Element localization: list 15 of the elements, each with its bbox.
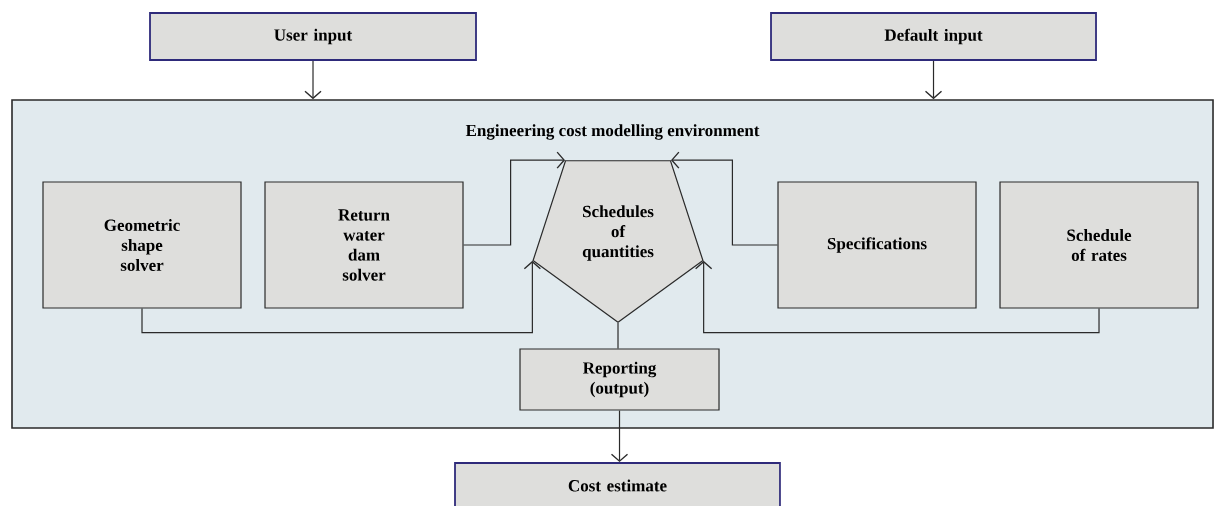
process-box: Reporting (output) (519, 348, 720, 411)
process-box: Schedule of rates (999, 181, 1199, 309)
arrow (463, 151, 566, 246)
arrow (141, 260, 542, 334)
input-box: User input (149, 12, 477, 61)
input-box: Default input (770, 12, 1097, 61)
arrow (694, 260, 1100, 334)
process-box: Return water dam solver (264, 181, 464, 309)
arrow (670, 151, 778, 246)
arrow (924, 60, 943, 100)
arrow (610, 410, 629, 463)
process-box: Specifications (777, 181, 977, 309)
arrow (304, 60, 322, 100)
input-box: Cost estimate (454, 462, 781, 506)
process-box: Geometric shape solver (42, 181, 242, 309)
